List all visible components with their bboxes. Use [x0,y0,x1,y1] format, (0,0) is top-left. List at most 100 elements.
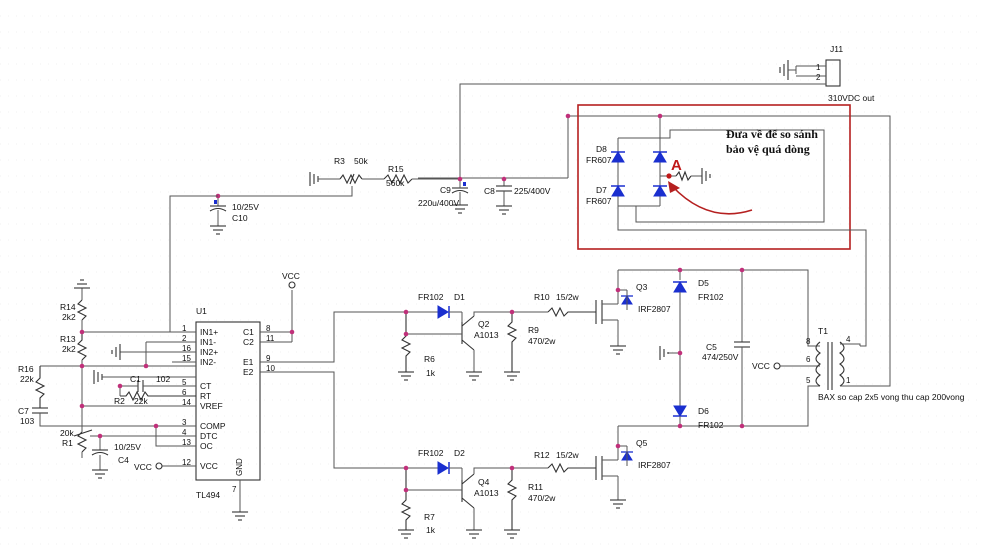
ic-pin-name: COMP [200,421,226,431]
ic-pin-name: C2 [243,337,254,347]
output-stage: D5 FR102 D6 FR102 C5 474/250V VCC T1 8 6… [618,269,965,430]
r10-value: 15/2w [556,292,580,302]
ic-pin-number: 12 [182,458,191,467]
d6-ref: D6 [698,406,709,416]
r11-ref: R11 [528,482,543,492]
measure-point-a: A [671,157,682,174]
vcc-ic-label: VCC [134,462,152,472]
note-line-1: Đưa về để so sánh [726,127,818,141]
ic-gnd-pin: 7 [232,485,237,494]
r12-ref: R12 [534,450,550,460]
c1-ref: C1 [130,374,141,384]
ic-pin-number: 6 [182,388,187,397]
r6-value: 1k [426,368,436,378]
ic-pin-name: DTC [200,431,217,441]
q2-part: A1013 [474,330,499,340]
ic-pin-name: IN1+ [200,327,218,337]
r2-value: 22k [134,396,148,406]
ic-pin-number: 16 [182,344,191,353]
hv-bus-wires [418,83,891,387]
ic-pin-name: OC [200,441,213,451]
j11-label: 310VDC out [828,93,875,103]
ic-pin-name: IN2- [200,357,216,367]
ic-pin-number: 14 [182,398,191,407]
r1-ref: R1 [62,438,73,448]
ic-pin-number: 3 [182,418,187,427]
t1-pin-1: 1 [846,376,851,385]
ic-pin-number: 5 [182,378,187,387]
c7-value: 103 [20,416,34,426]
d6-part: FR102 [698,420,724,430]
ic-pin-number: 15 [182,354,191,363]
t1-pin-4: 4 [846,335,851,344]
q3-mosfet: Q3 IRF2807 [595,270,671,355]
ic-pin-number: 9 [266,354,271,363]
ic-pin-number: 1 [182,324,187,333]
t1-pin-5: 5 [806,376,811,385]
r6-ref: R6 [424,354,435,364]
r13-value: 2k2 [62,344,76,354]
c10-ref: C10 [232,213,248,223]
ic-pin-name: C1 [243,327,254,337]
t1-pin-6: 6 [806,355,811,364]
c10-capacitor: 10/25V C10 [209,200,259,235]
r2-ref: R2 [114,396,125,406]
ic-pin-name: CT [200,381,211,391]
r9-value: 470/2w [528,336,556,346]
ic-gnd-name: GND [235,458,244,476]
ic-part: TL494 [196,490,220,500]
r14-ref: R14 [60,302,76,312]
r12-value: 15/2w [556,450,580,460]
ic-pin-number: 4 [182,428,187,437]
r7-value: 1k [426,525,436,535]
vcc-ct-label: VCC [752,361,770,371]
q4-part: A1013 [474,488,499,498]
c8-capacitor: C8 225/400V [484,179,551,215]
q5-mosfet: Q5 IRF2807 [595,426,671,509]
j11-pin2: 2 [816,73,821,82]
c4-ref: C4 [118,455,129,465]
ic-pin-name: E1 [243,357,254,367]
r3-value: 50k [354,156,368,166]
r11-value: 470/2w [528,493,556,503]
r16-ref: R16 [18,364,34,374]
d2-part: FR102 [418,448,444,458]
c10-value: 10/25V [232,202,259,212]
q5-ref: Q5 [636,438,648,448]
r7-ref: R7 [424,512,435,522]
lower-driver: FR102 D2 Q4 A1013 R7 1k R11 470/2w R12 1… [398,448,596,539]
q5-part: IRF2807 [638,460,671,470]
c5-value: 474/250V [702,352,739,362]
connector-j11: J11 1 2 310VDC out [779,44,875,103]
c9-capacitor: C9 220u/400V [418,179,469,214]
q3-part: IRF2807 [638,304,671,314]
j11-pin1: 1 [816,63,821,72]
bridge-rectifier: D8 FR607 D7 FR607 A Đưa về để so sánh bả… [577,104,867,347]
c7-ref: C7 [18,406,29,416]
vcc-top-label: VCC [282,271,300,281]
r3-ref: R3 [334,156,345,166]
ic-pin-name: E2 [243,367,254,377]
q3-ref: Q3 [636,282,648,292]
r14-value: 2k2 [62,312,76,322]
ic-pin-number: 10 [266,364,275,373]
d8-part: FR607 [586,155,612,165]
r15-value: 560k [386,178,405,188]
d7-part: FR607 [586,196,612,206]
r15-resistor: R15 560k [383,164,460,188]
ic-pin-number: 8 [266,324,271,333]
q4-ref: Q4 [478,477,490,487]
r3-potentiometer: R3 50k [217,156,384,206]
c8-ref: C8 [484,186,495,196]
r16-value: 22k [20,374,34,384]
ic-pin-name: RT [200,391,211,401]
c4-value: 10/25V [114,442,141,452]
r13-ref: R13 [60,334,76,344]
c8-value: 225/400V [514,186,551,196]
ic-ref: U1 [196,306,207,316]
d7-ref: D7 [596,185,607,195]
ic-pin-name: IN2+ [200,347,218,357]
ic-pin-number: 13 [182,438,191,447]
